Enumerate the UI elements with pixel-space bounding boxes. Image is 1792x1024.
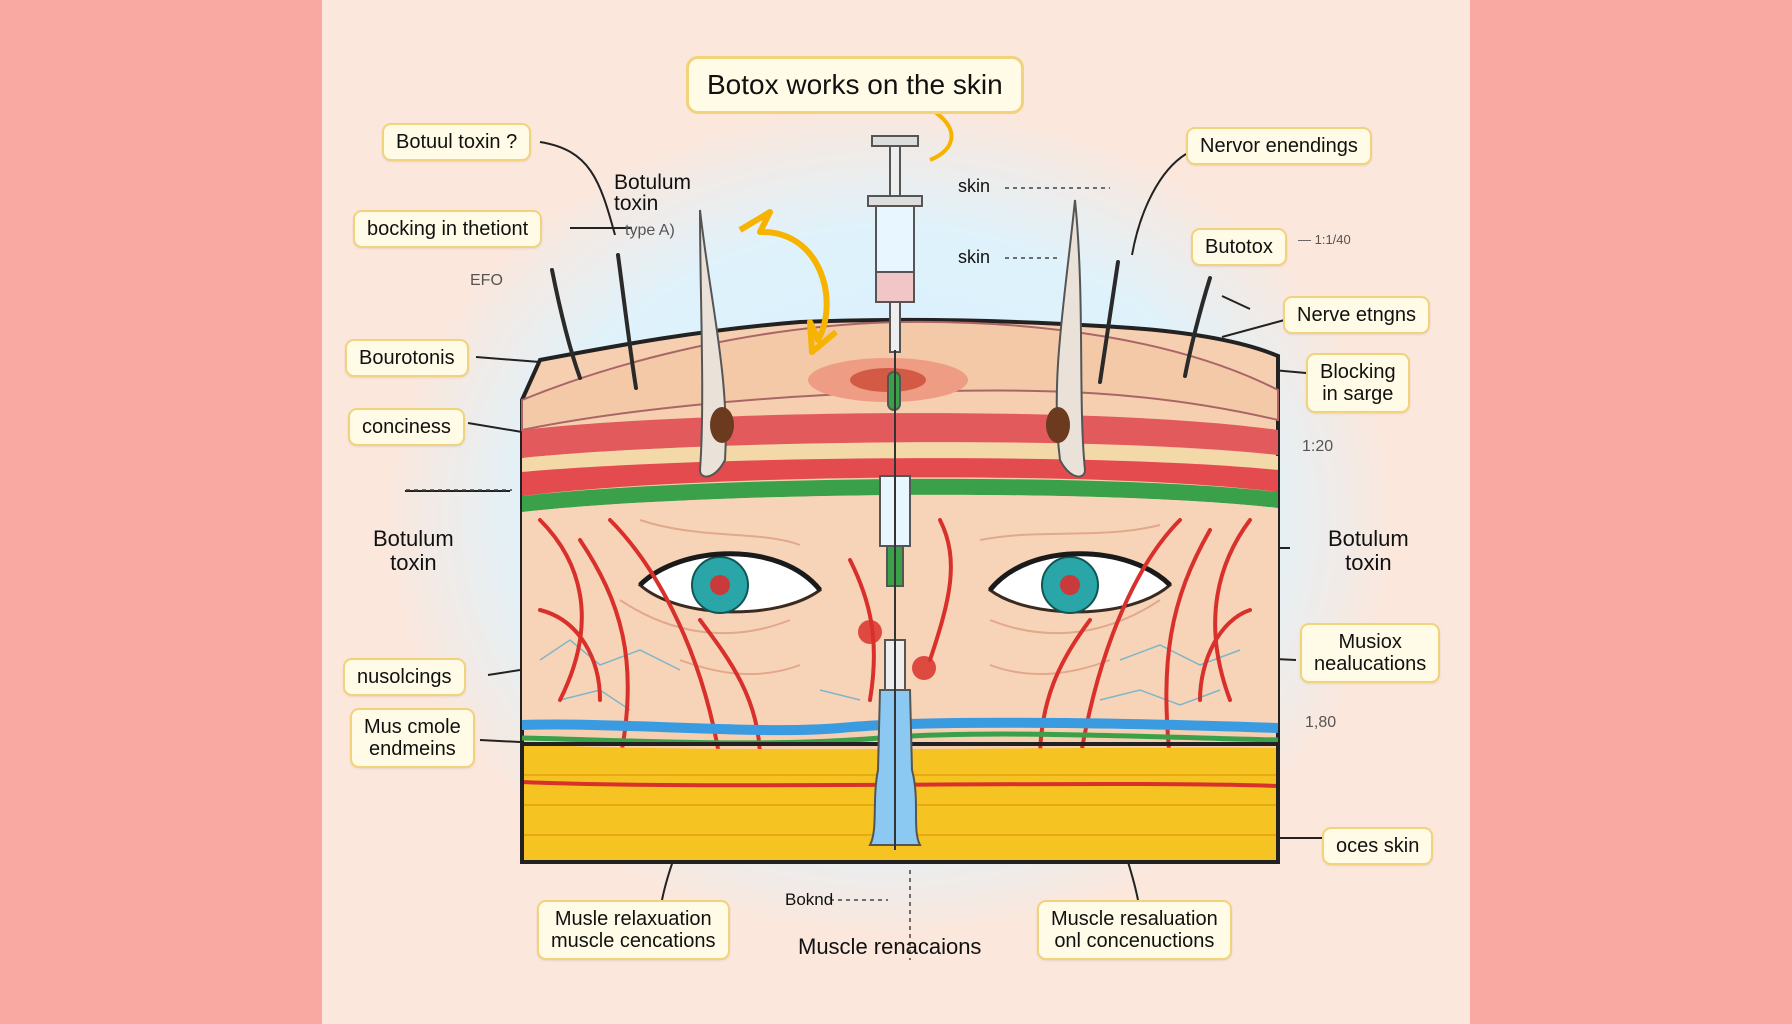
dashed-lines xyxy=(406,187,1110,960)
text-efo: EFO xyxy=(470,272,503,289)
label-nerve-endings-top: Nervor enendings xyxy=(1186,127,1372,165)
label-skin-bottom: oces skin xyxy=(1322,827,1434,865)
label-blocking-right: Blocking in sarge xyxy=(1306,353,1410,413)
left-eye xyxy=(637,551,823,614)
text-right-code: — 1:1/40 xyxy=(1298,232,1351,247)
text-botulinum-right: Botulum toxin xyxy=(1328,526,1409,575)
right-eye xyxy=(987,551,1173,614)
text-n2: 1,80 xyxy=(1305,714,1337,731)
text-skin-1: skin xyxy=(958,176,991,196)
text-bond: Boknd xyxy=(785,890,834,909)
lightning-arrow xyxy=(738,209,838,355)
hair-follicles xyxy=(698,199,1087,478)
label-nerve-endings: Nerve etngns xyxy=(1283,296,1430,334)
label-conciness: conciness xyxy=(348,408,465,446)
label-muscle-relaxations: Musiox nealucations xyxy=(1300,623,1441,683)
label-bourotonis: Bourotonis xyxy=(345,339,469,377)
label-blocking: bocking in thetiont xyxy=(353,210,543,248)
text-n1: 1:20 xyxy=(1302,438,1334,455)
label-muscle-endings: Mus cmole endmeins xyxy=(350,708,475,768)
label-nusolcings: nusolcings xyxy=(343,658,466,696)
label-muscle-relaxations-center: Muscle renacaions xyxy=(798,934,982,959)
text-skin-2: skin xyxy=(958,247,991,267)
label-muscle-relaxation-right: Muscle resaluation onl concenuctions xyxy=(1037,900,1232,960)
hairs xyxy=(550,253,1212,390)
label-butotox: Butotox xyxy=(1191,228,1287,266)
text-botulinum-top: Botulum toxin xyxy=(614,171,692,215)
label-muscle-relaxation-left: Musle relaxuation muscle cencations xyxy=(537,900,730,960)
label-botulinum-toxin-question: Botuul toxin ? xyxy=(382,123,532,161)
text-botulinum-left: Botulum toxin xyxy=(373,526,454,575)
diagram-title: Botox works on the skin xyxy=(686,56,1024,114)
text-type-a: type A) xyxy=(625,222,675,239)
